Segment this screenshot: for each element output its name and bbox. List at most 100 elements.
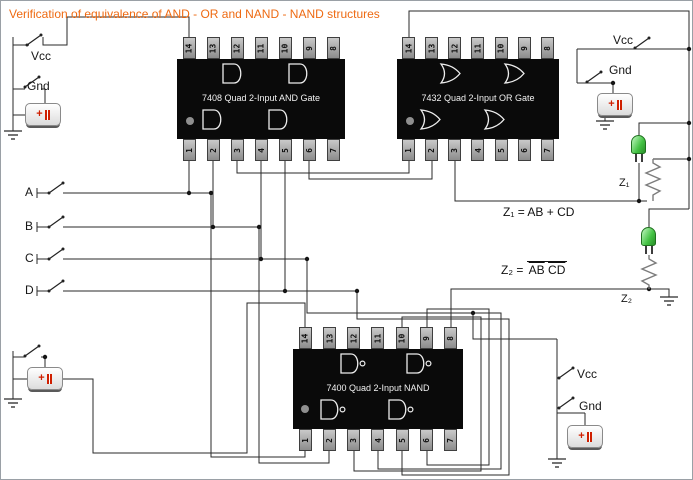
switch-input-c[interactable] bbox=[45, 246, 67, 262]
ic-pin-13[interactable]: 13 bbox=[425, 37, 439, 59]
resistor-z2[interactable] bbox=[640, 255, 658, 289]
ic-pin-1[interactable]: 1 bbox=[298, 429, 312, 451]
pin-number: 5 bbox=[280, 147, 290, 153]
switch-vcc-top-left[interactable] bbox=[23, 32, 45, 48]
ground-symbol[interactable] bbox=[660, 296, 678, 306]
or-gate-shape bbox=[503, 63, 525, 84]
ground-symbol[interactable] bbox=[548, 458, 566, 468]
led-z2[interactable] bbox=[641, 227, 657, 254]
ic-pin-11[interactable]: 11 bbox=[471, 37, 485, 59]
ic-pin-9[interactable]: 9 bbox=[517, 37, 531, 59]
ic-pin-7[interactable]: 7 bbox=[326, 139, 340, 161]
switch-input-a[interactable] bbox=[45, 180, 67, 196]
ic-pin-4[interactable]: 4 bbox=[254, 139, 268, 161]
resistor-z1[interactable] bbox=[644, 159, 662, 201]
and-gate-shape bbox=[202, 109, 222, 130]
led-z1[interactable] bbox=[631, 135, 647, 162]
pin-number: 3 bbox=[450, 147, 460, 153]
pin1-marker bbox=[406, 117, 414, 125]
battery-plus-mark: + bbox=[38, 372, 45, 384]
pin-number: 9 bbox=[519, 45, 529, 51]
switch-input-d[interactable] bbox=[45, 278, 67, 294]
battery-top-left[interactable]: + bbox=[25, 103, 61, 129]
ic-pin-14[interactable]: 14 bbox=[182, 37, 196, 59]
ic-pin-8[interactable]: 8 bbox=[540, 37, 554, 59]
ic-pin-9[interactable]: 9 bbox=[302, 37, 316, 59]
ic-pin-2[interactable]: 2 bbox=[425, 139, 439, 161]
ic-pin-11[interactable]: 11 bbox=[254, 37, 268, 59]
ic-label: 7408 Quad 2-Input AND Gate bbox=[201, 93, 321, 103]
battery-top-right[interactable]: + bbox=[597, 93, 633, 119]
ic-pin-8[interactable]: 8 bbox=[444, 327, 458, 349]
ic-pin-1[interactable]: 1 bbox=[402, 139, 416, 161]
switch-vcc-top-right[interactable] bbox=[631, 35, 653, 51]
battery-bottom-right[interactable]: + bbox=[567, 425, 603, 451]
pin-number: 12 bbox=[349, 333, 359, 343]
ic-pin-6[interactable]: 6 bbox=[517, 139, 531, 161]
switch-battery-bottom-left[interactable] bbox=[21, 343, 43, 359]
pin-number: 1 bbox=[404, 147, 414, 153]
equation-z1: Z₁ = AB + CD bbox=[503, 205, 575, 219]
ic-pin-11[interactable]: 11 bbox=[371, 327, 385, 349]
battery-bottom-left[interactable]: + bbox=[27, 367, 63, 393]
ic-pin-10[interactable]: 10 bbox=[395, 327, 409, 349]
pin-number: 1 bbox=[300, 437, 310, 443]
ic-pin-13[interactable]: 13 bbox=[206, 37, 220, 59]
ground-symbol[interactable] bbox=[4, 398, 22, 408]
ic-pin-12[interactable]: 12 bbox=[230, 37, 244, 59]
pin-number: 3 bbox=[232, 147, 242, 153]
pin-number: 4 bbox=[256, 147, 266, 153]
pin-number: 13 bbox=[324, 333, 334, 343]
ic-pin-2[interactable]: 2 bbox=[322, 429, 336, 451]
ic-pin-12[interactable]: 12 bbox=[347, 327, 361, 349]
ic-pin-10[interactable]: 10 bbox=[494, 37, 508, 59]
pin-number: 2 bbox=[324, 437, 334, 443]
switch-gnd-bottom-right[interactable] bbox=[555, 395, 577, 411]
ic-pin-3[interactable]: 3 bbox=[347, 429, 361, 451]
ic-pin-3[interactable]: 3 bbox=[230, 139, 244, 161]
pin-number: 4 bbox=[473, 147, 483, 153]
ic-pin-3[interactable]: 3 bbox=[448, 139, 462, 161]
switch-vcc-bottom-right[interactable] bbox=[555, 365, 577, 381]
ic-pin-14[interactable]: 14 bbox=[298, 327, 312, 349]
switch-gnd-top-left[interactable] bbox=[21, 74, 43, 90]
pin-number: 5 bbox=[496, 147, 506, 153]
ic-pin-4[interactable]: 4 bbox=[471, 139, 485, 161]
ic-pin-9[interactable]: 9 bbox=[420, 327, 434, 349]
pin-number: 6 bbox=[519, 147, 529, 153]
switch-input-b[interactable] bbox=[45, 214, 67, 230]
and-gate-shape bbox=[222, 63, 242, 84]
page-title: Verification of equivalence of AND - OR … bbox=[9, 7, 380, 21]
equation-z2-overline: AB CD bbox=[526, 261, 568, 277]
pin-number: 8 bbox=[542, 45, 552, 51]
ground-symbol[interactable] bbox=[4, 130, 22, 140]
ground-symbol[interactable] bbox=[596, 120, 614, 130]
ic-pin-5[interactable]: 5 bbox=[395, 429, 409, 451]
ic-pin-5[interactable]: 5 bbox=[494, 139, 508, 161]
wires[interactable] bbox=[12, 10, 690, 476]
ic-pin-1[interactable]: 1 bbox=[182, 139, 196, 161]
ic-pin-12[interactable]: 12 bbox=[448, 37, 462, 59]
switch-gnd-top-right[interactable] bbox=[583, 69, 605, 85]
pin-number: 2 bbox=[427, 147, 437, 153]
ic-pin-7[interactable]: 7 bbox=[540, 139, 554, 161]
equation-z2: Z₂ = AB CD bbox=[501, 261, 568, 277]
ic-pin-6[interactable]: 6 bbox=[302, 139, 316, 161]
pin1-marker bbox=[186, 117, 194, 125]
ic-pin-5[interactable]: 5 bbox=[278, 139, 292, 161]
ic-pin-2[interactable]: 2 bbox=[206, 139, 220, 161]
ic-pin-8[interactable]: 8 bbox=[326, 37, 340, 59]
ic-pin-13[interactable]: 13 bbox=[322, 327, 336, 349]
ic-pin-7[interactable]: 7 bbox=[444, 429, 458, 451]
ic-pin-10[interactable]: 10 bbox=[278, 37, 292, 59]
ic-pin-6[interactable]: 6 bbox=[420, 429, 434, 451]
ic-pin-14[interactable]: 14 bbox=[402, 37, 416, 59]
pin-number: 14 bbox=[300, 333, 310, 343]
ic-pin-4[interactable]: 4 bbox=[371, 429, 385, 451]
pin-number: 7 bbox=[542, 147, 552, 153]
pin-row-top: 14 13 12 11 10 9 8 bbox=[397, 37, 559, 59]
